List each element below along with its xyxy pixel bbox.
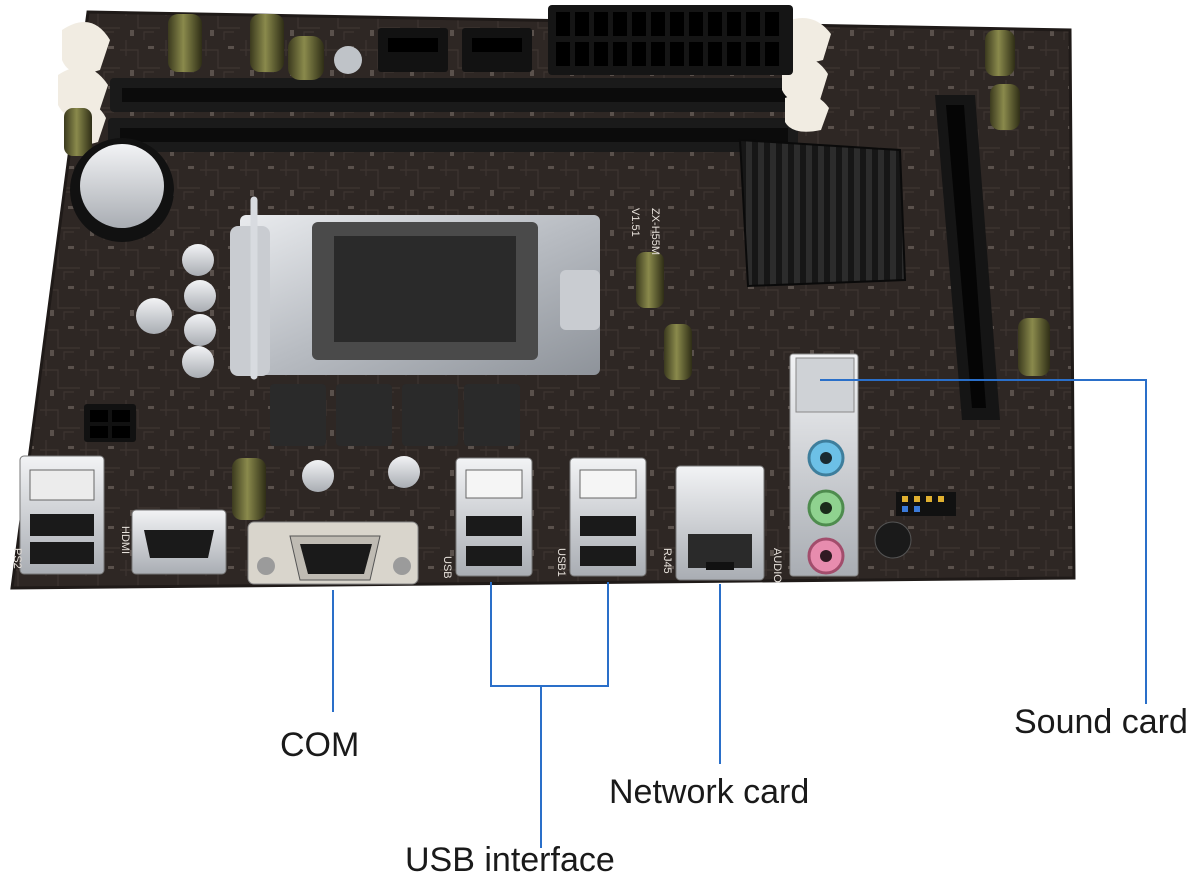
rj45-print: RJ45 bbox=[661, 548, 673, 574]
callout-usb-interface: USB interface bbox=[405, 841, 615, 879]
vrm-chokes bbox=[270, 384, 520, 446]
cpu-power-connector bbox=[84, 404, 136, 442]
usb-stack-1 bbox=[455, 457, 533, 577]
usb1-print: USB bbox=[441, 556, 453, 579]
callout-com: COM bbox=[280, 726, 360, 764]
vga-com-port bbox=[247, 521, 419, 585]
hdmi-port bbox=[131, 509, 227, 575]
usb-stack-2 bbox=[569, 457, 647, 577]
version-print: V1.51 bbox=[629, 208, 641, 237]
pcie-slot bbox=[935, 95, 1000, 420]
leader-sound bbox=[820, 379, 1147, 704]
rj45-port bbox=[675, 465, 765, 581]
ps2-usb-port bbox=[19, 455, 105, 575]
hdmi-print: HDMI bbox=[119, 526, 131, 554]
ps2-print: PS2 bbox=[11, 548, 23, 569]
leader-usb bbox=[490, 582, 609, 687]
leader-lines bbox=[332, 379, 1147, 848]
sata-ports bbox=[378, 28, 532, 72]
audio-print: AUDIO bbox=[771, 548, 783, 583]
audio-jacks bbox=[789, 353, 859, 577]
capacitors bbox=[64, 14, 1050, 520]
cmos-battery bbox=[70, 138, 174, 242]
callout-network-card: Network card bbox=[609, 773, 810, 811]
usb2-print: USB1 bbox=[555, 548, 567, 577]
board-silkscreen: ZX-H55M V1.51 PS2 HDMI USB USB1 RJ45 AUD… bbox=[11, 208, 783, 583]
cpu-socket bbox=[230, 196, 600, 380]
callout-sound-card: Sound card bbox=[1014, 703, 1188, 741]
chipset-heatsink bbox=[738, 138, 907, 288]
front-panel-header bbox=[874, 492, 956, 559]
model-print: ZX-H55M bbox=[649, 208, 661, 255]
atx-power-connector bbox=[548, 5, 793, 75]
